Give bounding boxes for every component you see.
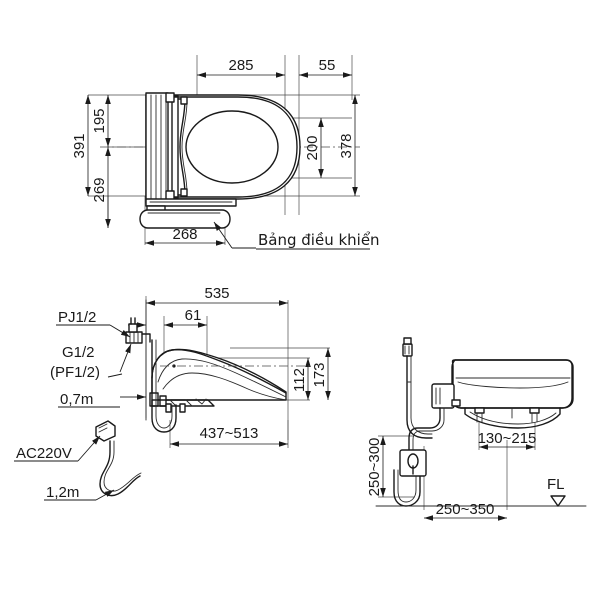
label-hose-length: 0,7m — [60, 391, 93, 408]
dimension-200: 200 — [304, 118, 324, 178]
dimension-391-label: 391 — [71, 133, 88, 158]
dimension-61: 61 — [164, 307, 207, 328]
dimension-250-350-label: 250~350 — [436, 501, 495, 518]
dimension-61-label: 61 — [185, 307, 202, 324]
floor-level-marker: FL — [547, 476, 566, 507]
valve-fitting — [125, 317, 151, 344]
dimension-250-300: 250~300 — [366, 436, 386, 497]
dimension-535-label: 535 — [204, 285, 229, 302]
wall-socket — [399, 449, 427, 477]
front-unit-body — [451, 359, 574, 429]
front-mounting-bolts — [474, 407, 540, 423]
dimension-285: 285 — [197, 57, 285, 78]
dimension-378-label: 378 — [338, 133, 355, 158]
dimension-378: 378 — [338, 95, 358, 196]
label-cord-length: 1,2m — [46, 484, 79, 501]
dimension-195: 195 — [91, 95, 111, 147]
dimension-535: 535 — [146, 285, 288, 306]
seat-lid-outline — [145, 94, 301, 200]
label-ac220v: AC220V — [16, 445, 72, 462]
control-panel-callout: Bảng điều khiển — [213, 221, 380, 250]
control-panel — [139, 209, 231, 229]
dimension-112-label: 112 — [291, 368, 308, 392]
floor-level-label: FL — [547, 476, 565, 493]
dimension-269: 269 — [91, 147, 111, 228]
dimension-250-350: 250~350 — [424, 501, 507, 521]
dimension-391: 391 — [71, 95, 91, 196]
front-side-box — [431, 383, 461, 409]
dimension-112: 112 — [291, 358, 311, 400]
top-view: 285 55 391 195 269 200 378 — [71, 55, 380, 250]
front-water-pipe — [402, 337, 433, 439]
mounting-plate — [145, 198, 237, 212]
side-view-labels: PJ1/2 G1/2 (PF1/2) 0,7m AC220V 1,2m — [14, 309, 146, 501]
water-hose — [151, 339, 177, 433]
dimension-437-513: 437~513 — [170, 425, 288, 447]
label-pj1-2: PJ1/2 — [58, 309, 96, 326]
dimension-285-label: 285 — [228, 57, 253, 74]
dimension-268-label: 268 — [172, 226, 197, 243]
dimension-55: 55 — [299, 57, 352, 78]
dimension-173: 173 — [311, 348, 331, 400]
dimension-437-513-label: 437~513 — [200, 425, 259, 442]
dimension-200-label: 200 — [304, 135, 321, 160]
side-view: 535 61 112 173 437~513 — [14, 285, 331, 501]
front-view: FL 130~215 250~300 250~350 — [366, 337, 587, 521]
dimension-130-215: 130~215 — [478, 430, 537, 450]
control-panel-label: Bảng điều khiển — [258, 231, 380, 249]
dimension-268: 268 — [145, 226, 225, 246]
dimension-195-label: 195 — [91, 108, 108, 133]
label-g1-2: G1/2 — [62, 344, 95, 361]
dimension-55-label: 55 — [319, 57, 336, 74]
dimension-269-label: 269 — [91, 177, 108, 202]
seat-side-profile — [151, 348, 310, 401]
dimension-173-label: 173 — [311, 362, 328, 387]
power-plug — [95, 420, 142, 497]
label-pf1-2: (PF1/2) — [50, 364, 100, 381]
dimension-130-215-label: 130~215 — [478, 430, 537, 447]
dimension-250-300-label: 250~300 — [366, 438, 383, 497]
